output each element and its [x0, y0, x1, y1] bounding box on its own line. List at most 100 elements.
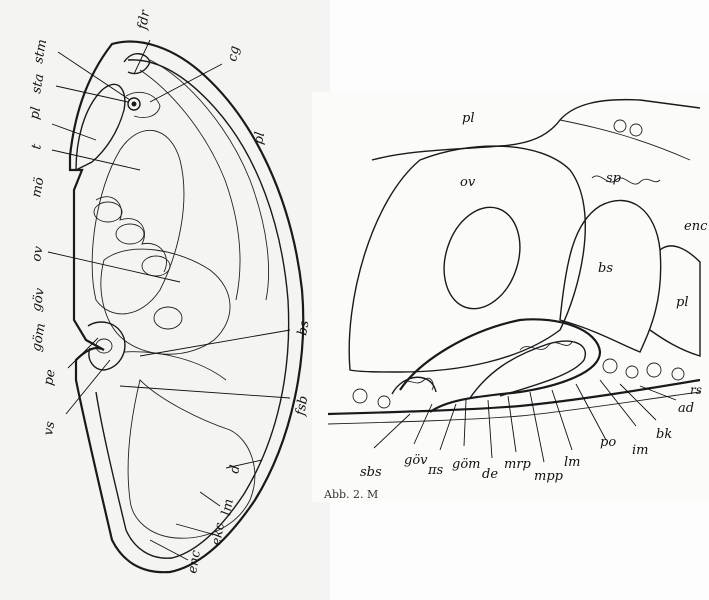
leader-pos: [439, 403, 457, 451]
leader-de: [487, 399, 493, 459]
outer-body-wall: [68, 40, 305, 574]
ventral-muscle: [327, 391, 701, 425]
penis-papilla: [469, 340, 587, 399]
leader-lm: [199, 491, 221, 507]
label-po: po: [600, 435, 616, 450]
label-bs: bs: [598, 261, 613, 276]
ventral-epidermis: [327, 378, 701, 416]
ovary-outline: [100, 248, 231, 355]
leader-ekc: [175, 523, 213, 535]
label-mrp: mrp: [504, 457, 532, 472]
right-labels: pl ov sp enc bs pl rs ad bk im po lm mpp…: [323, 111, 708, 501]
label-de: de: [482, 467, 498, 482]
inner-lobe-line: [139, 69, 241, 301]
leader-enc: [149, 539, 189, 561]
vesicle: [629, 123, 643, 137]
ovum-1: [93, 201, 123, 223]
ovum-4: [153, 306, 183, 330]
leader-t: [51, 149, 141, 171]
leader-bs: [139, 329, 291, 357]
label-stm: stm: [31, 38, 50, 64]
sperm-squiggle: [591, 175, 661, 185]
leader-sta: [55, 85, 129, 103]
label-bk: bk: [656, 427, 672, 442]
leader-mrp: [507, 395, 517, 453]
right-figure-panel: [312, 92, 709, 502]
dorsal-boundary: [371, 98, 701, 161]
left-labels: fdr stm cg sta pl pl t mö ov göv göm bs …: [27, 8, 312, 574]
leader-lm: [551, 389, 573, 451]
caption-fragment: Abb. 2. M: [323, 488, 378, 501]
label-t: t: [29, 142, 45, 151]
penis-bulb: [95, 338, 113, 354]
leader-im: [599, 379, 637, 427]
frontal-fold: [123, 53, 151, 75]
label-d: d: [227, 464, 243, 475]
vesicle: [377, 395, 391, 409]
label-bs: bs: [295, 319, 312, 337]
coiled-sperm: [519, 341, 573, 351]
left-leader-lines: [47, 39, 291, 415]
label-ekc: ekc: [209, 521, 228, 547]
label-fsb: fsb: [293, 395, 311, 418]
label-vs: vs: [41, 420, 58, 437]
label-cg: cg: [225, 45, 242, 63]
label-pl-right: pl: [251, 131, 268, 146]
left-body-diagram: [68, 40, 305, 574]
cerebral-ganglion: [127, 97, 141, 111]
left-bottom-leaders: [149, 459, 263, 561]
bursa-line: [123, 351, 227, 381]
leader-gov: [413, 403, 433, 445]
leader-pe: [67, 337, 99, 369]
vesicle: [646, 362, 662, 378]
leader-pl-left: [51, 123, 97, 141]
leader-cg: [149, 63, 223, 103]
vesicle: [613, 119, 627, 133]
leader-stm: [57, 51, 131, 101]
gonopore-coils: [399, 377, 434, 391]
ovum-chain: [95, 196, 167, 273]
label-pl-top: pl: [462, 111, 474, 126]
ovum-nucleus: [443, 206, 521, 310]
leader-d: [225, 459, 263, 469]
label-rs: rs: [690, 383, 702, 397]
label-ad: ad: [678, 401, 694, 416]
ovum-2: [115, 223, 145, 245]
pl-lobe-right: [149, 59, 270, 301]
label-gov: göv: [404, 453, 428, 468]
label-lm: lm: [564, 455, 581, 470]
label-ov: ov: [29, 245, 47, 263]
label-pl-left: pl: [27, 106, 44, 121]
right-section-diagram: [327, 98, 701, 425]
label-sta: sta: [29, 73, 47, 95]
label-enc: enc: [684, 219, 708, 234]
leader-vs: [65, 359, 111, 415]
leader-fdr: [133, 39, 151, 75]
leader-po: [575, 383, 607, 441]
label-ov: ov: [460, 175, 476, 190]
anterior-lobe: [75, 83, 126, 172]
leader-ad: [639, 385, 677, 401]
label-sbs: sbs: [360, 465, 382, 480]
vesicle: [352, 388, 368, 404]
label-mo: mö: [29, 176, 47, 199]
label-pe: pe: [41, 368, 59, 387]
leader-gom: [463, 399, 467, 447]
label-lm: lm: [219, 498, 237, 517]
label-enc: enc: [185, 548, 204, 574]
leader-bk: [619, 383, 657, 421]
right-leader-lines: [373, 379, 677, 463]
vesicle: [625, 365, 639, 379]
top-layer: [559, 119, 691, 161]
gonopore-left: [391, 376, 437, 395]
leader-fsb: [119, 385, 291, 399]
enteron-boundary: [649, 245, 701, 357]
leader-sbs: [373, 413, 411, 449]
central-cavity: [91, 129, 185, 315]
leader-mpp: [529, 391, 545, 463]
enteron-outline: [127, 379, 256, 539]
bursa-seminalis: [559, 199, 662, 353]
label-mpp: mpp: [534, 469, 564, 484]
vesicle: [671, 367, 685, 381]
